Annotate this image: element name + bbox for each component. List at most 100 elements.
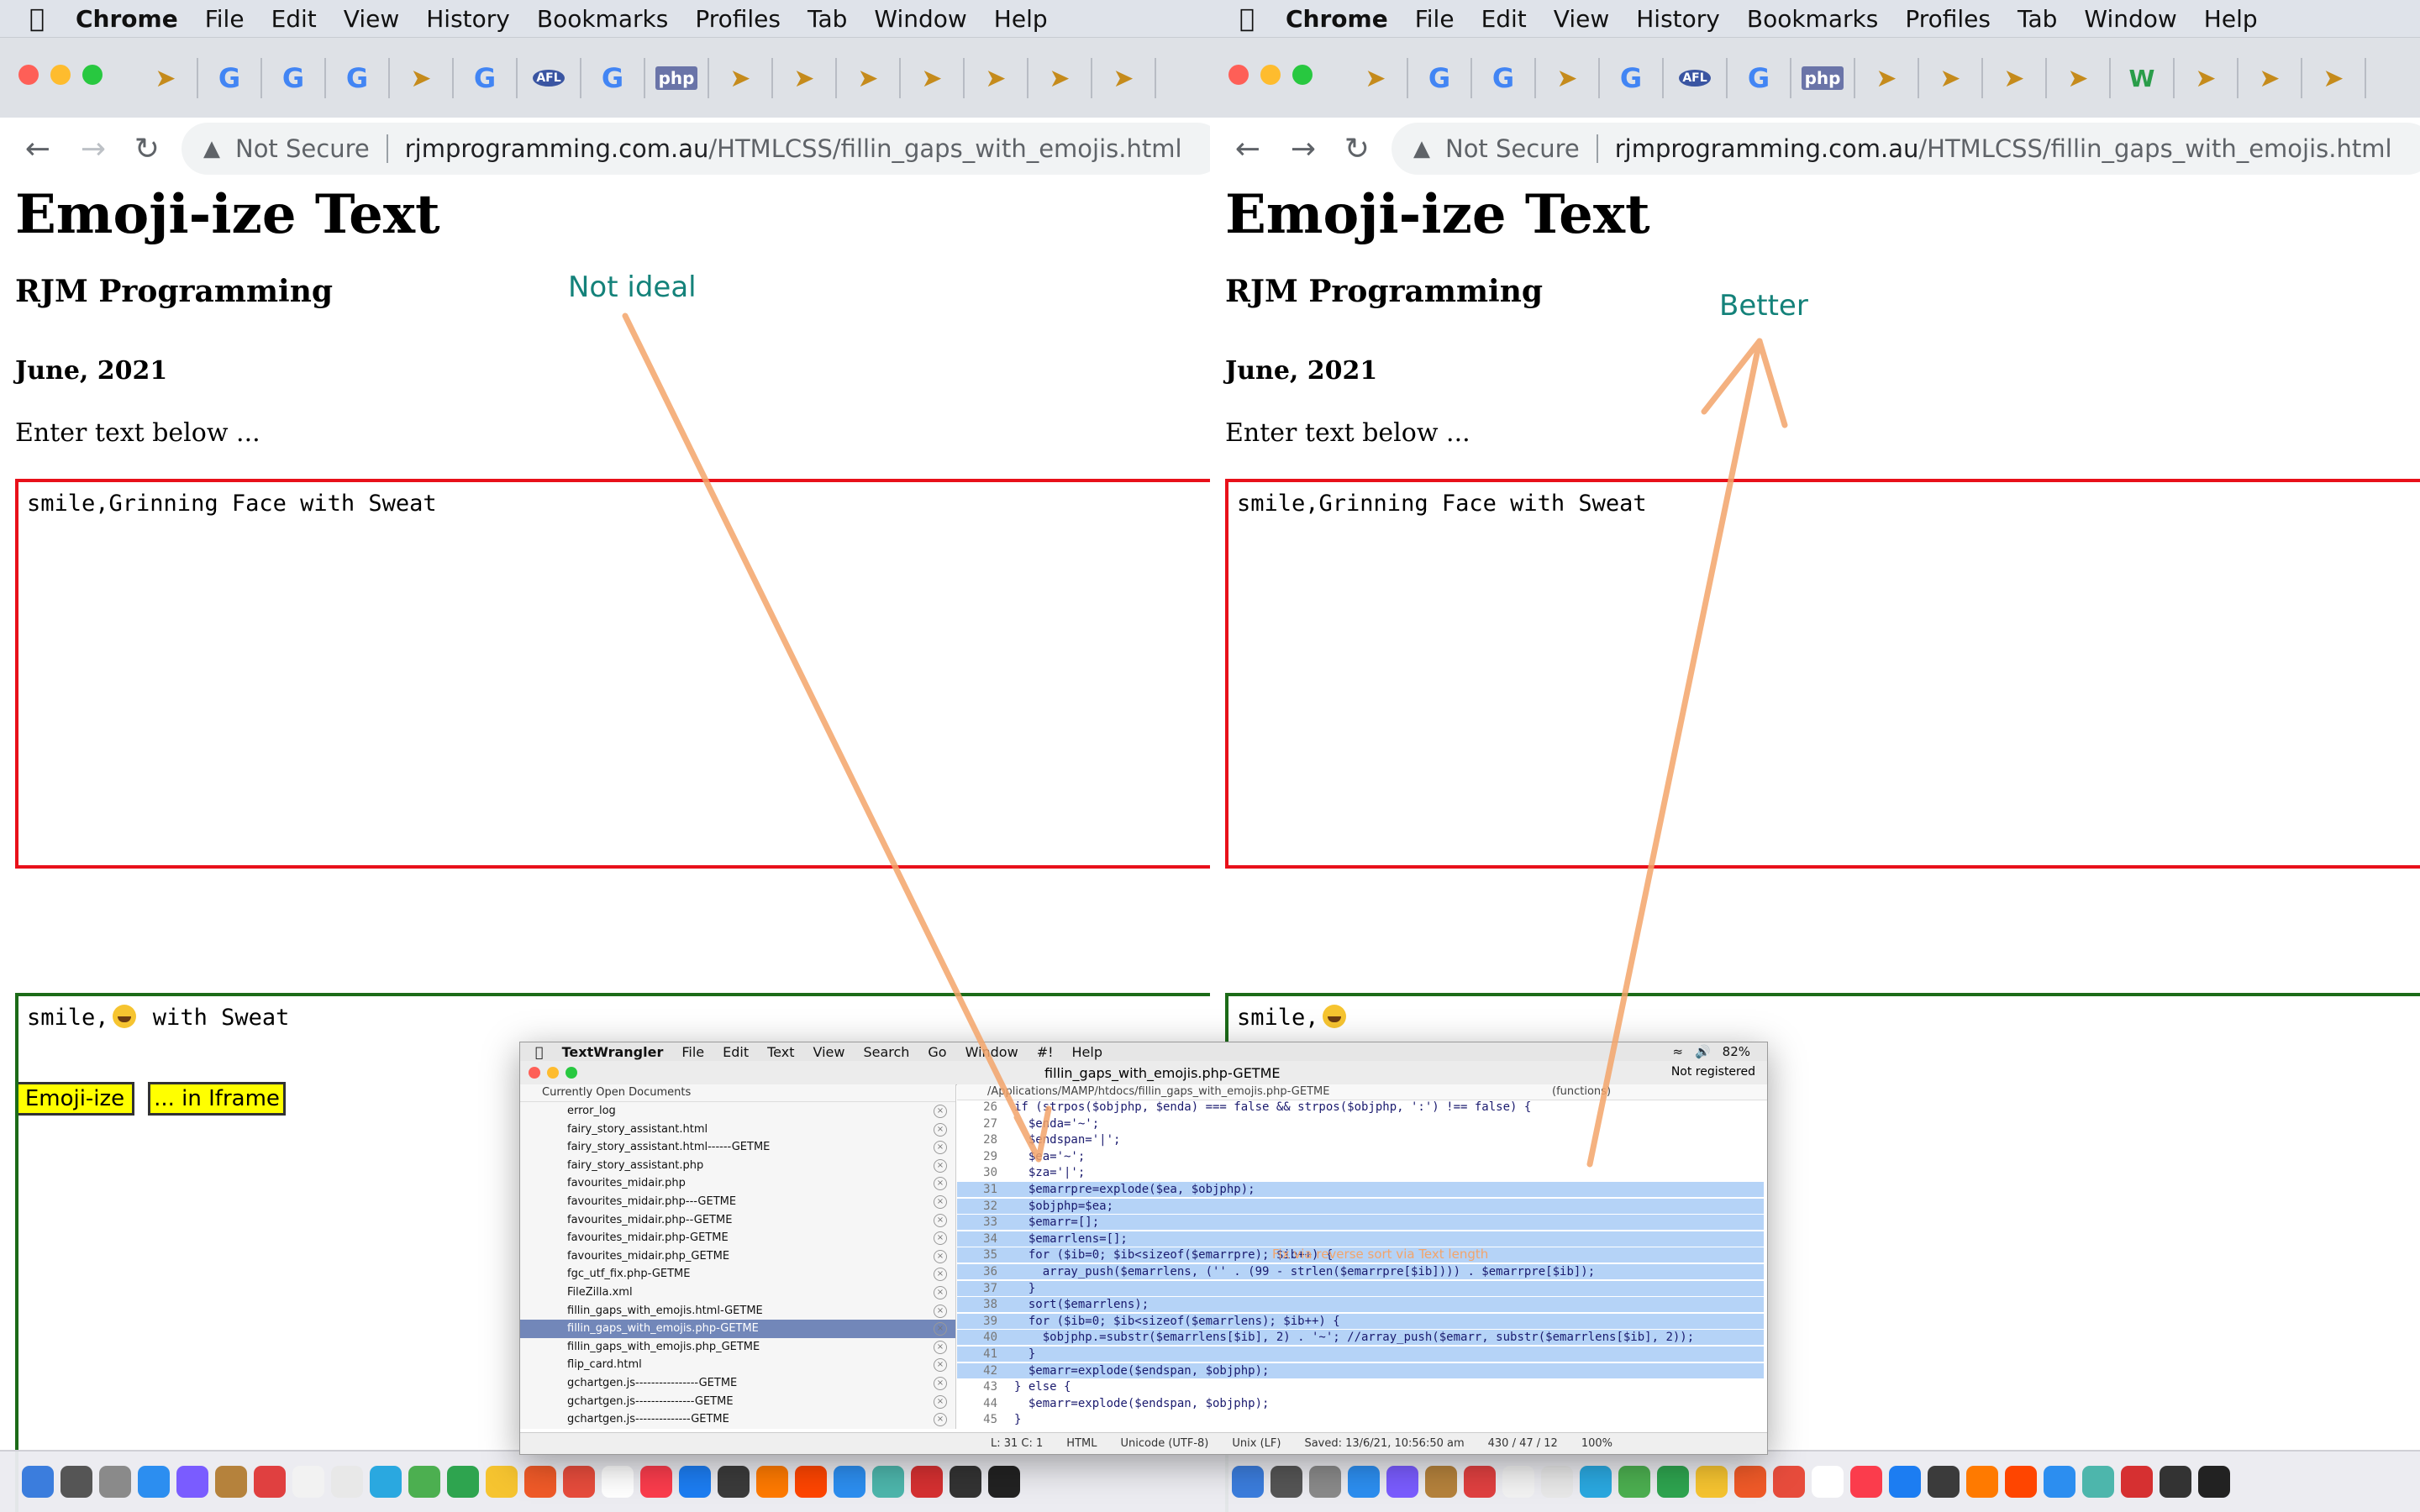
dock-app-icon[interactable] — [1541, 1466, 1573, 1498]
menu-edit[interactable]: Edit — [271, 4, 317, 33]
reload-icon[interactable]: ↻ — [134, 131, 160, 166]
dock-app-icon[interactable] — [795, 1466, 827, 1498]
tw-menu-text[interactable]: Text — [759, 1043, 794, 1060]
dock-app-icon[interactable] — [1348, 1466, 1380, 1498]
dock-app-icon[interactable] — [988, 1466, 1020, 1498]
menu-file[interactable]: File — [1414, 4, 1455, 33]
tw-menu-go[interactable]: Go — [919, 1043, 946, 1060]
tw-close-button[interactable] — [529, 1067, 540, 1079]
menu-profiles[interactable]: Profiles — [695, 4, 781, 33]
tw-document-item[interactable]: fillin_gaps_with_emojis.php-GETME× — [520, 1320, 955, 1338]
tw-app-name[interactable]: TextWrangler — [554, 1043, 664, 1060]
close-document-icon[interactable]: × — [934, 1285, 947, 1299]
browser-tab[interactable]: G — [581, 58, 645, 98]
dock-app-icon[interactable] — [176, 1466, 208, 1498]
tw-document-item[interactable]: fairy_story_assistant.php× — [520, 1157, 955, 1175]
tw-document-item[interactable]: gchartgen.js---------------GETME× — [520, 1393, 955, 1411]
dock-app-icon[interactable] — [138, 1466, 170, 1498]
browser-tab[interactable]: ➤ — [2238, 58, 2302, 98]
dock-app-icon[interactable] — [1270, 1466, 1302, 1498]
tw-language[interactable]: HTML — [1066, 1437, 1097, 1450]
browser-tab[interactable]: G — [198, 58, 262, 98]
close-document-icon[interactable]: × — [934, 1322, 947, 1336]
menu-bookmarks[interactable]: Bookmarks — [536, 4, 669, 33]
dock-app-icon[interactable] — [718, 1466, 750, 1498]
close-document-icon[interactable]: × — [934, 1358, 947, 1373]
browser-tab[interactable]: ➤ — [709, 58, 773, 98]
dock-app-icon[interactable] — [22, 1466, 54, 1498]
menu-view[interactable]: View — [1553, 4, 1610, 33]
dock-app-icon[interactable] — [1309, 1466, 1341, 1498]
browser-tab[interactable]: ➤ — [1919, 58, 1983, 98]
tw-document-item[interactable]: gchartgen.js----------------GETME× — [520, 1374, 955, 1393]
browser-tab[interactable]: G — [1472, 58, 1536, 98]
back-arrow-icon[interactable]: ← — [24, 131, 51, 166]
emojize-button[interactable]: Emoji-ize — [15, 1082, 134, 1116]
tw-cursor-position[interactable]: L: 31 C: 1 — [991, 1437, 1044, 1450]
browser-tab[interactable]: G — [326, 58, 390, 98]
tw-functions-menu[interactable]: (functions) — [1552, 1085, 1612, 1098]
dock-app-icon[interactable] — [408, 1466, 440, 1498]
zoom-window-button[interactable] — [82, 65, 103, 85]
close-document-icon[interactable]: × — [934, 1413, 947, 1427]
dock-app-icon[interactable] — [2160, 1466, 2191, 1498]
dock-app-icon[interactable] — [447, 1466, 479, 1498]
tw-zoom[interactable]: 100% — [1581, 1437, 1612, 1450]
browser-tab[interactable]: ➤ — [1536, 58, 1600, 98]
dock-app-icon[interactable] — [99, 1466, 131, 1498]
apple-icon[interactable]:  — [1222, 4, 1272, 34]
browser-tab[interactable]: G — [1408, 58, 1472, 98]
close-window-button[interactable] — [18, 65, 39, 85]
tw-document-item[interactable]: fairy_story_assistant.html× — [520, 1121, 955, 1139]
text-input-area[interactable]: smile,Grinning Face with Sweat — [1225, 479, 2420, 869]
dock-app-icon[interactable] — [563, 1466, 595, 1498]
menu-history[interactable]: History — [1636, 4, 1720, 33]
close-document-icon[interactable]: × — [934, 1231, 947, 1246]
browser-tab[interactable]: ➤ — [2175, 58, 2238, 98]
dock-app-icon[interactable] — [254, 1466, 286, 1498]
browser-tab[interactable]: G — [1728, 58, 1791, 98]
menu-view[interactable]: View — [343, 4, 400, 33]
browser-tab[interactable]: AFL — [1664, 58, 1728, 98]
dock-app-icon[interactable] — [2082, 1466, 2114, 1498]
close-document-icon[interactable]: × — [934, 1141, 947, 1155]
browser-tab[interactable]: ➤ — [1344, 58, 1408, 98]
dock-app-icon[interactable] — [486, 1466, 518, 1498]
browser-tab[interactable]: G — [262, 58, 326, 98]
dock-app-icon[interactable] — [834, 1466, 865, 1498]
dock-app-icon[interactable] — [602, 1466, 634, 1498]
apple-icon[interactable]:  — [12, 4, 62, 34]
browser-tab[interactable]: ➤ — [1983, 58, 2047, 98]
browser-tab[interactable]: W — [2111, 58, 2175, 98]
tw-document-item[interactable]: flip_card.html× — [520, 1356, 955, 1374]
dock-app-icon[interactable] — [60, 1466, 92, 1498]
tw-document-item[interactable]: favourites_midair.php-GETME× — [520, 1229, 955, 1247]
tw-document-item[interactable]: fairy_story_assistant.html------GETME× — [520, 1138, 955, 1157]
menu-help[interactable]: Help — [993, 4, 1048, 33]
dock-app-icon[interactable] — [1734, 1466, 1766, 1498]
browser-tab[interactable]: php — [1791, 58, 1855, 98]
volume-icon[interactable]: 🔊 — [1694, 1044, 1711, 1059]
menu-bookmarks[interactable]: Bookmarks — [1746, 4, 1879, 33]
dock-app-icon[interactable] — [1580, 1466, 1612, 1498]
browser-tab[interactable]: ➤ — [1092, 58, 1156, 98]
dock-app-icon[interactable] — [872, 1466, 904, 1498]
tw-document-item[interactable]: FileZilla.xml× — [520, 1284, 955, 1302]
dock-app-icon[interactable] — [292, 1466, 324, 1498]
close-document-icon[interactable]: × — [934, 1213, 947, 1227]
forward-arrow-icon[interactable]: → — [80, 131, 107, 166]
menu-tab[interactable]: Tab — [2017, 4, 2058, 33]
minimize-window-button[interactable] — [1260, 65, 1281, 85]
dock-app-icon[interactable] — [2005, 1466, 2037, 1498]
dock-app-icon[interactable] — [1657, 1466, 1689, 1498]
forward-arrow-icon[interactable]: → — [1290, 131, 1317, 166]
dock-app-icon[interactable] — [1773, 1466, 1805, 1498]
dock-app-icon[interactable] — [370, 1466, 402, 1498]
dock-app-icon[interactable] — [1464, 1466, 1496, 1498]
dock-app-icon[interactable] — [1386, 1466, 1418, 1498]
dock-app-icon[interactable] — [1850, 1466, 1882, 1498]
dock-app-icon[interactable] — [679, 1466, 711, 1498]
close-document-icon[interactable]: × — [934, 1268, 947, 1282]
apple-icon[interactable]:  — [535, 1044, 544, 1060]
